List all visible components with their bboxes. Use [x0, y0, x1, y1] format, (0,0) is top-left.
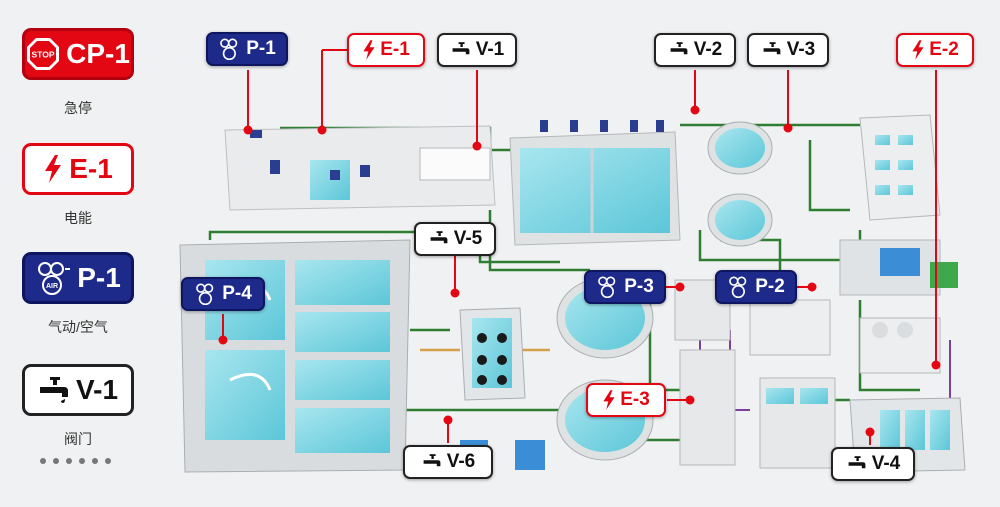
faucet-icon [421, 453, 443, 471]
plant-illustration [179, 49, 966, 473]
stop-icon: STOP [26, 37, 60, 71]
legend-pump-badge[interactable]: AIR P-1 [22, 252, 134, 304]
faucet-icon [846, 455, 868, 473]
tag-e2[interactable]: E-2 [896, 33, 974, 67]
faucet-icon [450, 41, 472, 59]
tag-e3[interactable]: E-3 [586, 383, 666, 417]
tag-e1[interactable]: E-1 [347, 33, 425, 67]
lightning-icon [43, 154, 63, 184]
faucet-icon [38, 375, 70, 405]
air-pump-icon [727, 276, 751, 298]
air-pump-icon [194, 283, 218, 305]
faucet-icon [761, 41, 783, 59]
tag-v6[interactable]: V-6 [403, 445, 493, 479]
legend-panel: STOP CP-1 急停 E-1 电能 AIR P-1 气动/空气 [0, 0, 160, 507]
tag-v3[interactable]: V-3 [747, 33, 829, 67]
svg-text:STOP: STOP [32, 50, 55, 60]
legend-emergency-stop-badge[interactable]: STOP CP-1 [22, 28, 134, 80]
legend-electric-caption: 电能 [64, 210, 92, 226]
more-dots [40, 458, 111, 464]
faucet-icon [668, 41, 690, 59]
legend-valve-caption: 阀门 [64, 431, 92, 447]
plant-map: P-1 E-1 V-1 V-2 V-3 E-2 V-5 P-4 P-3 P-2 … [160, 0, 1000, 507]
lightning-icon [602, 389, 616, 411]
legend-electric-code: E-1 [69, 153, 113, 184]
svg-text:AIR: AIR [46, 283, 58, 290]
legend-valve-code: V-1 [75, 374, 119, 405]
tag-v2[interactable]: V-2 [654, 33, 736, 67]
tag-v5[interactable]: V-5 [414, 222, 496, 256]
lightning-icon [362, 39, 376, 61]
legend-stop-code: CP-1 [66, 38, 130, 69]
legend-valve-badge[interactable]: V-1 [22, 364, 134, 416]
legend-pump-code: P-1 [77, 262, 121, 293]
tag-p4[interactable]: P-4 [181, 277, 265, 311]
tag-p1[interactable]: P-1 [206, 32, 288, 66]
air-pump-icon [218, 38, 242, 60]
legend-stop-caption: 急停 [64, 100, 92, 116]
tag-v1[interactable]: V-1 [437, 33, 517, 67]
air-pump-icon [596, 276, 620, 298]
legend-pump-caption: 气动/空气 [48, 319, 108, 335]
faucet-icon [428, 230, 450, 248]
air-pump-icon: AIR [35, 261, 71, 295]
tag-v4[interactable]: V-4 [831, 447, 915, 481]
tag-p3[interactable]: P-3 [584, 270, 666, 304]
lightning-icon [911, 39, 925, 61]
tag-p2[interactable]: P-2 [715, 270, 797, 304]
legend-electric-badge[interactable]: E-1 [22, 143, 134, 195]
